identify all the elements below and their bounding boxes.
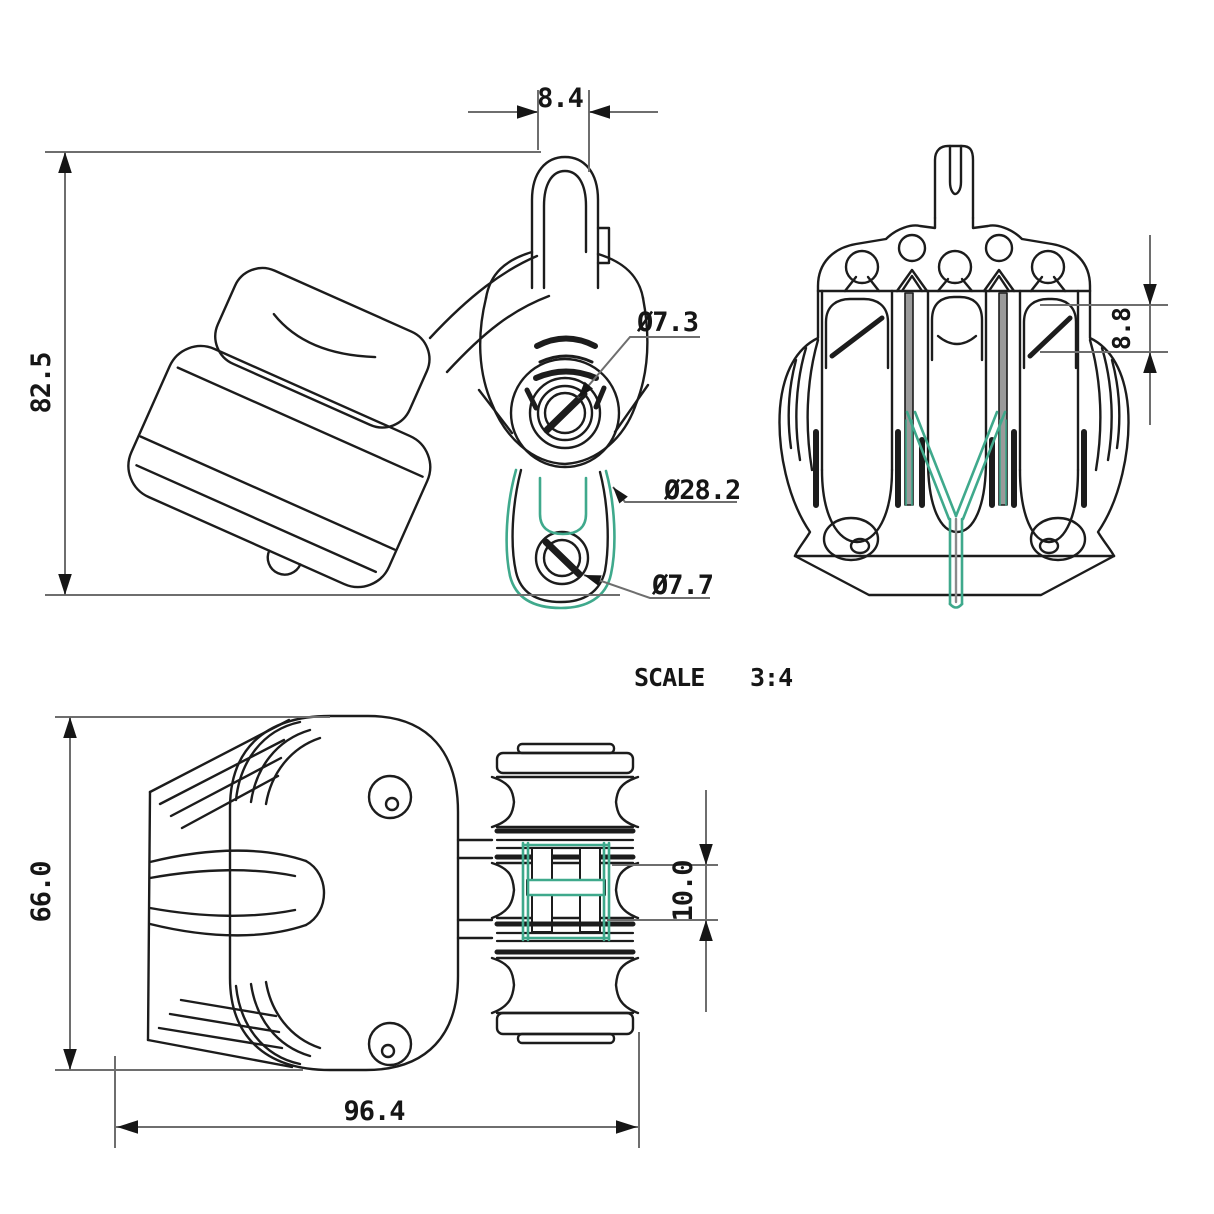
body-right <box>1088 289 1130 558</box>
shackle-outline <box>530 155 600 290</box>
scale-value: 3:4 <box>750 663 792 692</box>
top-pin-slot <box>948 144 963 196</box>
becket-outline <box>511 468 609 604</box>
block-body <box>479 296 649 466</box>
side-view-geometry <box>127 155 650 604</box>
becket-hole-outer <box>534 530 590 586</box>
top-view-geometry <box>146 714 640 1072</box>
dim-overall-width: 66.0 <box>26 861 57 922</box>
accent-geometry <box>505 410 1007 942</box>
dim-overall-height: 82.5 <box>26 352 57 413</box>
front-view-geometry <box>778 144 1130 604</box>
dim-groove-depth: 8.8 <box>1107 308 1136 350</box>
dimension-labels: 8.4 82.5 Ø7.3 Ø28.2 Ø7.7 8.8 66.0 96.4 1… <box>26 83 1136 1127</box>
dimension-lines <box>45 90 1168 1148</box>
shackle-inner <box>542 169 588 290</box>
dim-shackle-width: 8.4 <box>537 83 584 114</box>
head-left <box>816 216 937 293</box>
scale-label: SCALE <box>634 663 704 692</box>
bottom-skirt <box>793 554 1116 597</box>
tie-bar-left <box>904 292 914 506</box>
body-left <box>778 289 820 558</box>
oval-plate <box>228 714 460 1072</box>
cam-cleat-side <box>127 266 432 589</box>
top-pin <box>933 144 975 220</box>
becket-screw-slot <box>542 538 583 578</box>
cam-cleat-top <box>146 718 326 1069</box>
dim-sheave-diameter: Ø28.2 <box>663 475 740 506</box>
sheave-stack-top <box>490 742 640 1045</box>
dim-overall-length: 96.4 <box>343 1096 405 1127</box>
shackle-pin-tab <box>596 226 611 265</box>
dim-axle-diameter: Ø7.3 <box>636 307 698 338</box>
head-right <box>971 216 1092 293</box>
cleat-arm <box>428 254 539 340</box>
axle-outer <box>528 376 602 450</box>
tie-bar-right <box>998 292 1008 506</box>
axle-screw-slot <box>543 390 588 434</box>
dim-becket-hole-diameter: Ø7.7 <box>651 570 713 601</box>
sheave-circle <box>509 357 621 469</box>
dim-groove-width: 10.0 <box>668 860 699 921</box>
